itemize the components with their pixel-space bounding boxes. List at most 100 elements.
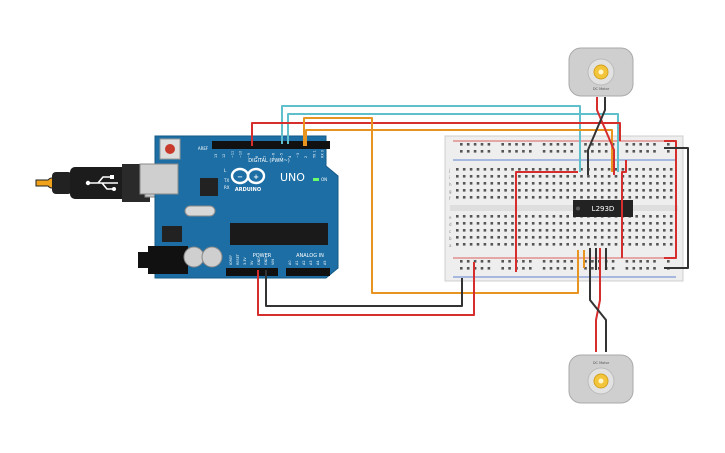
breadboard-hole[interactable] [566,196,569,199]
breadboard-hole[interactable] [663,236,666,239]
breadboard-hole[interactable] [587,196,590,199]
breadboard-hole[interactable] [460,143,463,146]
breadboard-hole[interactable] [511,229,514,232]
breadboard-hole[interactable] [497,196,500,199]
breadboard-hole[interactable] [518,168,521,171]
breadboard-hole[interactable] [611,143,615,146]
breadboard-hole[interactable] [490,182,494,185]
breadboard-hole[interactable] [669,189,673,192]
breadboard-hole[interactable] [490,168,494,171]
breadboard-hole[interactable] [628,189,632,192]
breadboard-hole[interactable] [667,260,670,263]
breadboard-hole[interactable] [573,196,576,199]
breadboard-hole[interactable] [584,150,587,153]
breadboard-hole[interactable] [573,168,576,171]
breadboard-hole[interactable] [469,189,473,192]
breadboard-hole[interactable] [587,189,590,192]
breadboard-hole[interactable] [538,243,542,246]
breadboard-hole[interactable] [469,236,473,239]
l293d-chip[interactable]: L293D [573,200,633,217]
breadboard-hole[interactable] [621,168,625,171]
breadboard-hole[interactable] [497,175,500,178]
breadboard-hole[interactable] [653,260,656,263]
breadboard-hole[interactable] [559,168,563,171]
breadboard-hole[interactable] [504,215,507,218]
breadboard-hole[interactable] [667,150,670,153]
breadboard-hole[interactable] [570,267,573,270]
breadboard-hole[interactable] [511,196,514,199]
breadboard-hole[interactable] [663,222,666,225]
breadboard-hole[interactable] [669,175,673,178]
breadboard-hole[interactable] [594,229,597,232]
breadboard-hole[interactable] [529,143,532,146]
breadboard-hole[interactable] [663,168,666,171]
breadboard-hole[interactable] [642,175,645,178]
breadboard-hole[interactable] [456,175,459,178]
breadboard-hole[interactable] [559,222,563,225]
breadboard-hole[interactable] [580,182,583,185]
breadboard-hole[interactable] [587,222,590,225]
breadboard-hole[interactable] [614,175,618,178]
breadboard-hole[interactable] [566,222,569,225]
wire-motor-top-black[interactable] [587,97,606,175]
breadboard-hole[interactable] [531,236,535,239]
breadboard-hole[interactable] [469,175,473,178]
breadboard-hole[interactable] [542,143,546,146]
breadboard-hole[interactable] [598,150,601,153]
breadboard-hole[interactable] [538,168,542,171]
breadboard-hole[interactable] [549,150,553,153]
breadboard-hole[interactable] [570,260,573,263]
breadboard-hole[interactable] [490,236,494,239]
breadboard-hole[interactable] [587,182,590,185]
breadboard-hole[interactable] [497,243,500,246]
breadboard-hole[interactable] [649,236,652,239]
breadboard-hole[interactable] [556,260,560,263]
breadboard-hole[interactable] [559,182,563,185]
breadboard-hole[interactable] [559,215,563,218]
breadboard-hole[interactable] [504,243,507,246]
breadboard-hole[interactable] [529,150,532,153]
breadboard-hole[interactable] [663,189,666,192]
breadboard-hole[interactable] [476,182,480,185]
breadboard-hole[interactable] [508,143,511,146]
breadboard-hole[interactable] [490,229,494,232]
breadboard-hole[interactable] [469,196,473,199]
breadboard-hole[interactable] [525,215,528,218]
breadboard-hole[interactable] [552,189,556,192]
breadboard-hole[interactable] [466,267,470,270]
breadboard-hole[interactable] [573,243,576,246]
breadboard-hole[interactable] [635,236,638,239]
breadboard-hole[interactable] [642,182,645,185]
breadboard-hole[interactable] [456,168,459,171]
breadboard-hole[interactable] [545,196,549,199]
breadboard-hole[interactable] [480,267,484,270]
breadboard-hole[interactable] [469,182,473,185]
breadboard-hole[interactable] [483,243,487,246]
breadboard-hole[interactable] [607,175,611,178]
breadboard-hole[interactable] [487,150,491,153]
breadboard-hole[interactable] [525,222,528,225]
breadboard-hole[interactable] [604,150,608,153]
breadboard-hole[interactable] [508,267,511,270]
breadboard-hole[interactable] [607,182,611,185]
breadboard-hole[interactable] [473,143,477,146]
breadboard-hole[interactable] [490,243,494,246]
breadboard-hole[interactable] [649,222,652,225]
breadboard-hole[interactable] [511,182,514,185]
breadboard-hole[interactable] [462,175,466,178]
breadboard-hole[interactable] [580,189,583,192]
breadboard-hole[interactable] [642,215,645,218]
breadboard-hole[interactable] [525,196,528,199]
breadboard-hole[interactable] [614,168,618,171]
breadboard-hole[interactable] [566,243,569,246]
breadboard-hole[interactable] [504,168,507,171]
wire-motor-top-red[interactable] [596,97,615,175]
breadboard-hole[interactable] [483,175,487,178]
breadboard-hole[interactable] [538,215,542,218]
breadboard-hole[interactable] [518,243,521,246]
breadboard-hole[interactable] [663,182,666,185]
breadboard-hole[interactable] [628,196,632,199]
breadboard-hole[interactable] [646,143,649,146]
breadboard-hole[interactable] [531,175,535,178]
breadboard-hole[interactable] [653,150,656,153]
